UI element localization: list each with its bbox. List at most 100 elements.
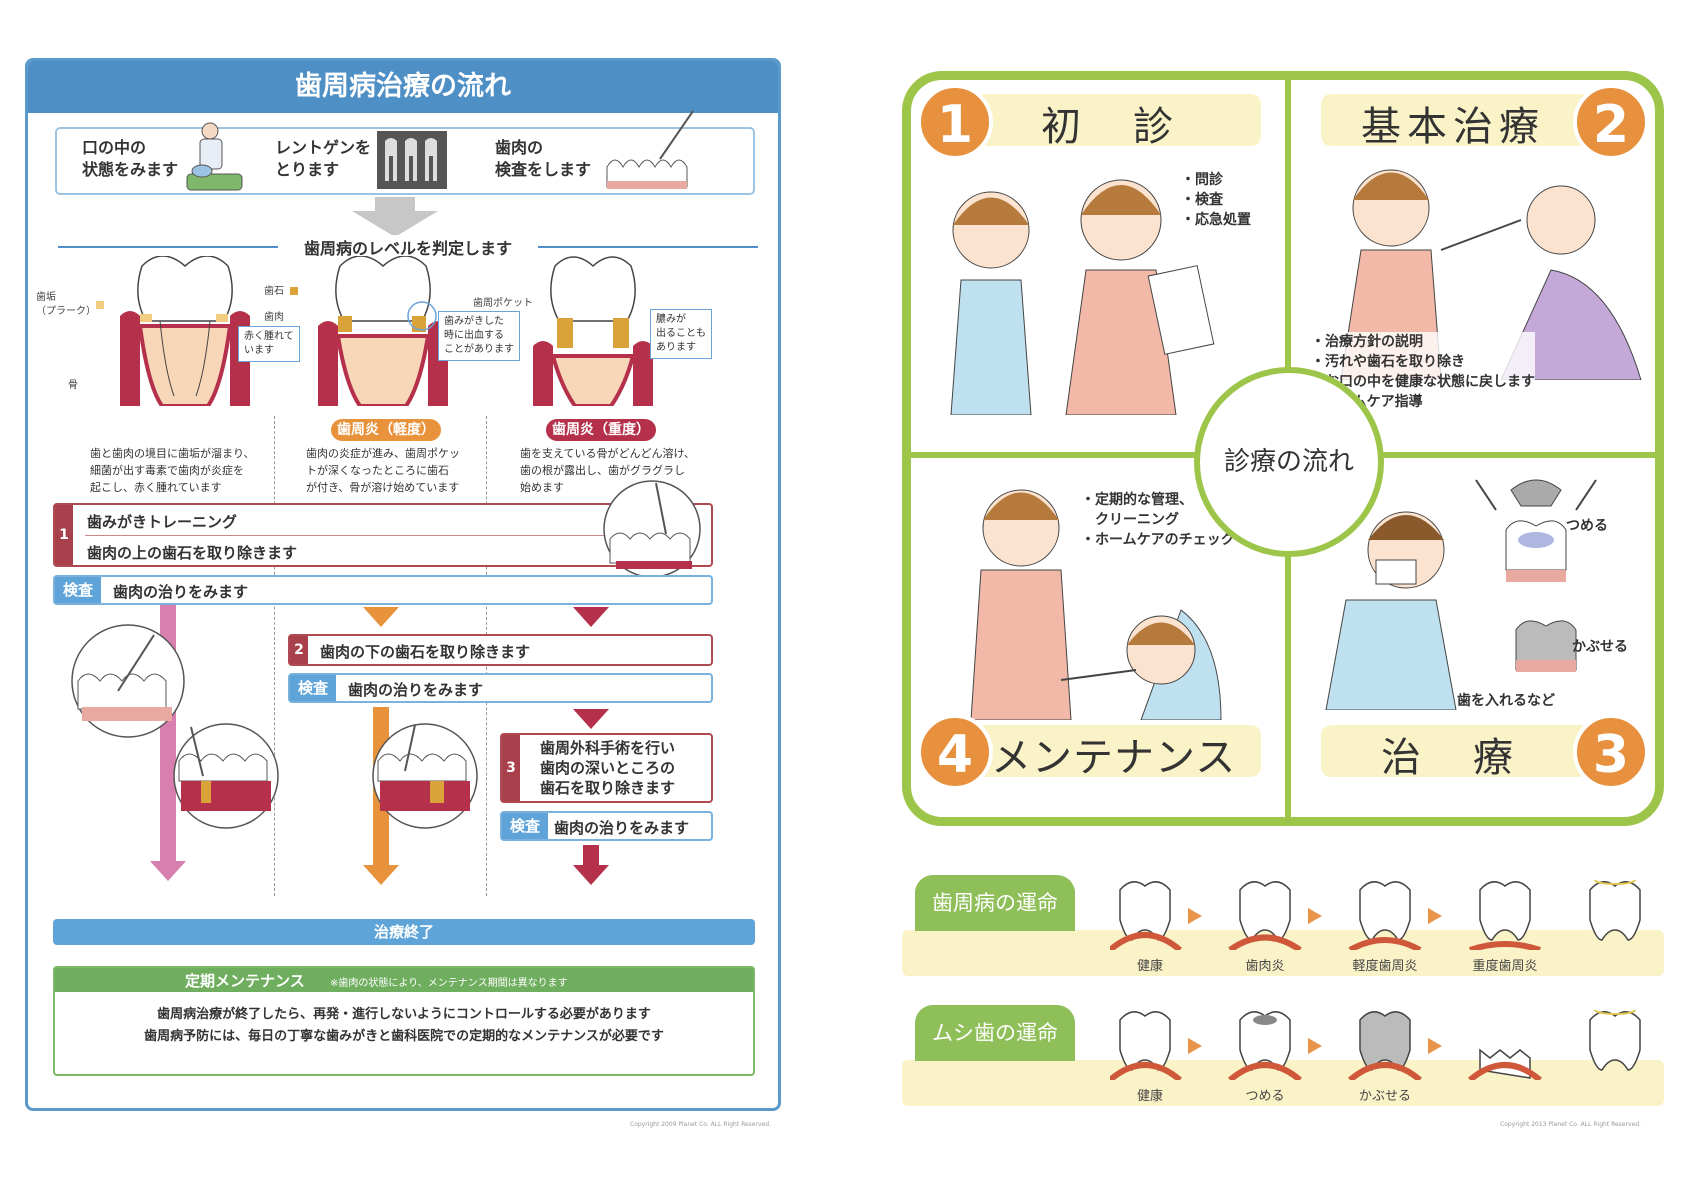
check-tag-1: 検査: [55, 577, 101, 603]
q3-title-bg: [1321, 725, 1591, 777]
calculus-swatch: [290, 287, 298, 295]
maintenance-text: 歯周病治療が終了したら、再発・進行しないようにコントロールする必要があります 歯…: [144, 1007, 664, 1044]
check-circle-icon-1: [71, 624, 185, 738]
orange-arrow-head-1: [363, 607, 399, 627]
q2-bullets: ・治療方針の説明 ・汚れや歯石を取り除き お口の中を健康な状態に戻します ・ホー…: [1311, 332, 1535, 412]
maintenance-header: 定期メンテナンス ※歯肉の状態により、メンテナンス期間は異なります: [55, 968, 753, 992]
step3-number: 3: [502, 735, 520, 801]
periodontal-fate-teeth-icons: [1110, 880, 1641, 950]
stage-desc-severe: 歯を支えている骨がどんどん溶け、 歯の根が露出し、歯がグラグラし 始めます: [520, 447, 695, 494]
periodontal-flow-poster: 歯周病治療の流れ 口の中の 状態をみます レントゲンを とります 歯肉の 検査を…: [25, 58, 781, 1111]
step2-number: 2: [290, 636, 308, 664]
plaque-label: 歯垢 （プラーク）: [36, 292, 96, 317]
stage-desc-gingivitis: 歯と歯肉の境目に歯垢が溜まり、 細菌が出す毒素で歯肉が炎症を 起こし、赤く腫れて…: [90, 447, 255, 494]
severe-periodontitis-tooth-icon: [533, 256, 653, 406]
callout-pus: 膿みが 出ることも あります: [650, 309, 712, 359]
level-title: 歯周病のレベルを判定します: [278, 235, 538, 259]
q4-title-bg: [971, 725, 1261, 777]
fate1-arrow-1: [1188, 908, 1202, 924]
left-copyright: Copyright 2009 Planet Co. ALL Right Rese…: [630, 1121, 771, 1128]
step2-box: 2 歯肉の下の歯石を取り除きます: [288, 634, 713, 666]
calculus-label: 歯石: [264, 286, 284, 297]
check-row-1: 検査 歯肉の治りをみます: [53, 575, 713, 605]
center-flow-circle: 診療の流れ: [1194, 367, 1384, 557]
fate1-caption-3: 軽度歯周炎: [1352, 959, 1418, 974]
q4-bullets: ・定期的な管理、 クリーニング ・ホームケアのチェック: [1081, 492, 1235, 548]
fate2-arrow-1: [1188, 1038, 1202, 1054]
q4-title: メンテナンス: [991, 735, 1237, 781]
q1-title-bg: [971, 94, 1261, 146]
step2-text: 歯肉の下の歯石を取り除きます: [320, 643, 531, 661]
stage-desc-mild: 歯肉の炎症が進み、歯周ポケッ トが深くなったところに歯石 が付き、骨が溶け始めて…: [306, 447, 460, 494]
q2-title-bg: [1321, 94, 1591, 146]
fate2-arrow-2: [1308, 1038, 1322, 1054]
reception-staff-icon: [950, 179, 1215, 415]
stage-label-severe: 歯周炎（重度）: [546, 419, 656, 441]
poster-title: 歯周病治療の流れ: [28, 61, 778, 113]
check-tag-3: 検査: [502, 813, 548, 839]
stage-label-mild: 歯周炎（軽度）: [331, 419, 441, 441]
q3-label-crown: かぶせる: [1572, 639, 1628, 655]
probe-icon: [606, 110, 694, 189]
stage-label-gingivitis: 歯肉炎: [135, 422, 177, 438]
clinic-flow-poster: 1 初 診 ・問診 ・検査 ・応急処置 基本治療 2 ・治療方針の説明 ・汚れや…: [902, 71, 1664, 826]
caries-fate-label: ムシ歯の運命: [915, 1005, 1075, 1061]
orange-arrow-head-2: [363, 865, 399, 885]
initial-exam-box: 口の中の 状態をみます レントゲンを とります 歯肉の 検査をします: [55, 110, 755, 195]
treatment-end-bar: 治療終了: [53, 919, 755, 945]
intro-text-xray: レントゲンを とります: [275, 138, 372, 179]
step1-divider: [85, 535, 695, 536]
step3-box: 3 歯周外科手術を行い 歯肉の深いところの 歯石を取り除きます: [500, 733, 713, 803]
q4-number: 4: [917, 714, 993, 790]
check-row-2: 検査 歯肉の治りをみます: [288, 673, 713, 703]
scaler-circle-icon: [603, 480, 701, 578]
q2-title: 基本治療: [1361, 104, 1545, 150]
maintenance-scene-icon: [970, 489, 1222, 720]
right-copyright: Copyright 2013 Planet Co. ALL Right Rese…: [1500, 1121, 1641, 1128]
q2-number: 2: [1573, 84, 1649, 160]
q3-number: 3: [1573, 714, 1649, 790]
maintenance-box: 定期メンテナンス ※歯肉の状態により、メンテナンス期間は異なります 歯周病治療が…: [53, 966, 755, 1076]
q3-title: 治 療: [1381, 735, 1519, 781]
q3-label-other: 歯を入れるなど: [1457, 693, 1555, 709]
fate1-arrow-3: [1428, 908, 1442, 924]
bone-label: 骨: [68, 380, 78, 391]
fate1-caption-1: 健康: [1136, 959, 1163, 974]
fate2-caption-2: つめる: [1245, 1089, 1285, 1104]
pocket-label: 歯周ポケット: [473, 298, 533, 309]
red-arrow-head-2: [573, 709, 609, 729]
check-row-3: 検査 歯肉の治りをみます: [500, 811, 713, 841]
mild-periodontitis-tooth-icon: [318, 256, 448, 406]
step3-text: 歯周外科手術を行い 歯肉の深いところの 歯石を取り除きます: [540, 739, 676, 797]
maintenance-note: ※歯肉の状態により、メンテナンス期間は異なります: [330, 978, 568, 989]
pink-arrow-head: [150, 861, 186, 881]
check-text-1: 歯肉の治りをみます: [113, 583, 249, 601]
check-tag-2: 検査: [290, 675, 336, 701]
step1-line2: 歯肉の上の歯石を取り除きます: [87, 544, 298, 562]
step1-box: 1 歯みがきトレーニング 歯肉の上の歯石を取り除きます: [53, 503, 713, 567]
step1-number: 1: [55, 505, 73, 565]
fate1-caption-4: 重度歯周炎: [1472, 959, 1538, 974]
deep-scaling-circle-icon: [173, 723, 279, 829]
maintenance-title: 定期メンテナンス: [185, 972, 305, 990]
check-text-3: 歯肉の治りをみます: [554, 819, 690, 837]
grey-down-arrow: [352, 197, 438, 237]
callout-bleeding: 歯みがきした 時に出血する ことがあります: [438, 311, 520, 361]
red-arrow-head-3: [573, 865, 609, 885]
red-arrow-shaft: [583, 845, 599, 867]
q1-bullets: ・問診 ・検査 ・応急処置: [1181, 172, 1251, 228]
dentist-icon-q3: [1325, 511, 1457, 710]
q1-title: 初 診: [1041, 104, 1179, 150]
caries-fate-teeth-icons: [1110, 1010, 1641, 1080]
xray-icon: [377, 131, 447, 189]
fate2-caption-1: 健康: [1136, 1089, 1163, 1104]
dentist-icon: [186, 122, 243, 191]
q1-number: 1: [917, 84, 993, 160]
intro-text-gum-check: 歯肉の 検査をします: [495, 138, 592, 179]
column-divider-1: [274, 416, 275, 896]
callout-swollen: 赤く腫れて います: [238, 326, 300, 362]
intro-text-mouth: 口の中の 状態をみます: [82, 138, 179, 179]
periodontal-fate-label: 歯周病の運命: [915, 875, 1075, 931]
plaque-swatch: [96, 301, 104, 309]
gum-label: 歯肉: [264, 312, 284, 323]
